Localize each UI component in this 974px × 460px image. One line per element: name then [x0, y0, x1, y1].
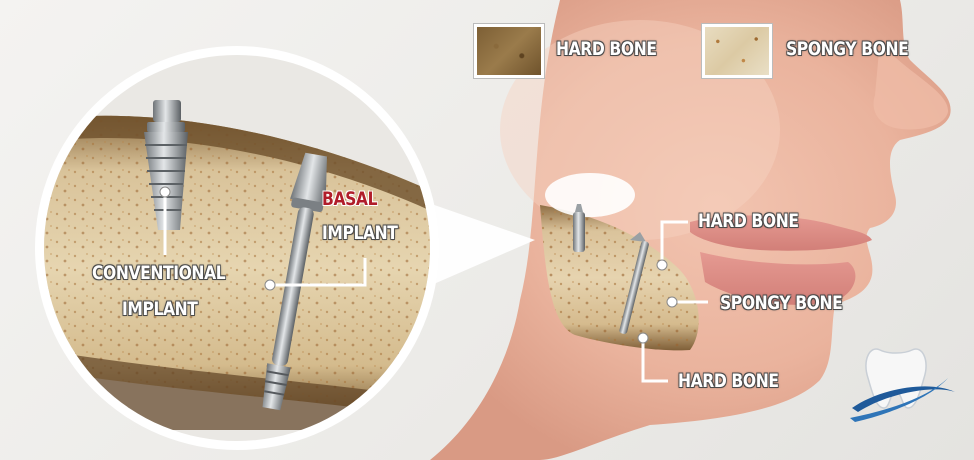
tooth-logo-icon	[850, 349, 955, 422]
jaw-gap	[545, 173, 635, 217]
legend-hard-bone-label: HARD BONE	[556, 38, 657, 60]
basal-label: BASAL	[322, 188, 377, 210]
jaw-hard-bone-top-label: HARD BONE	[698, 210, 799, 232]
zoom-circle-content	[30, 40, 450, 460]
jaw-hard-bone-bottom-label: HARD BONE	[678, 370, 779, 392]
conventional-label-line1: CONVENTIONAL	[92, 262, 225, 284]
basal-implant-label: IMPLANT	[322, 222, 398, 244]
conventional-label-line2: IMPLANT	[122, 298, 198, 320]
jaw-spongy-bone-label: SPONGY BONE	[720, 292, 842, 314]
legend-spongy-bone-label: SPONGY BONE	[786, 38, 908, 60]
hard-bone-swatch	[474, 24, 544, 78]
spongy-bone-swatch	[702, 24, 772, 78]
